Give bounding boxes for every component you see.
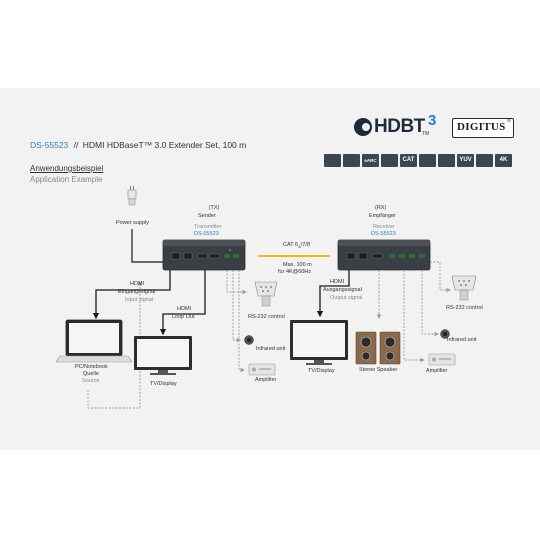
amplifier-right-icon xyxy=(428,353,456,366)
ir-left-icon xyxy=(244,335,254,345)
rs232-left-connector-icon xyxy=(254,281,278,307)
tv-left-label: TV/Display xyxy=(150,381,177,387)
section-title-de: Anwendungsbeispiel xyxy=(30,164,104,173)
feature-badge-label: CAT xyxy=(402,157,415,163)
hdmi-input-label-3: Input signal xyxy=(125,297,154,303)
pc-label-3: Source xyxy=(82,378,100,384)
feature-badge xyxy=(438,154,455,167)
hdmi-output-label-3: Output signal xyxy=(330,295,363,301)
hdmi-output-label-1: HDMI xyxy=(330,279,345,285)
feature-badge xyxy=(343,154,360,167)
hdmi-output-label-2: Ausgangssignal xyxy=(323,287,362,293)
hdbt-logo-tm: TM xyxy=(422,131,430,137)
feature-badge: YUV xyxy=(457,154,474,167)
hdmi-loop-cable xyxy=(159,270,206,336)
hdmi-loop-label-2: Loop Out xyxy=(172,314,195,320)
hdmi-input-label-2: Eingangssignal xyxy=(118,289,156,295)
ir-right-cable xyxy=(421,270,439,337)
rs232-right-label: RS-232 control xyxy=(446,305,483,311)
rs232-left-label: RS-232 control xyxy=(248,314,285,320)
stereo-speaker-label: Stereo Speaker xyxy=(359,367,398,373)
ir-left-cable xyxy=(232,270,241,343)
cat-cable-sub: A xyxy=(298,244,301,250)
amp-right-cable xyxy=(403,270,425,363)
feature-badge: CAT xyxy=(400,154,417,167)
sender-model: DS-55523 xyxy=(194,231,219,237)
hdmi-loop-label-1: HDMI xyxy=(177,306,192,312)
receiver-tag: (RX) xyxy=(375,205,387,211)
ir-left-label: Infrared unit xyxy=(256,346,286,352)
cat-cable-main: CAT 6 xyxy=(283,242,299,248)
pc-label-2: Quelle xyxy=(83,371,99,377)
tv-right-label: TV/Display xyxy=(308,368,335,374)
hdbt-logo: HDBT TM 3 xyxy=(352,112,444,138)
amp-left-cable xyxy=(238,270,245,373)
feature-badges: eARC CAT YUV 4K xyxy=(324,154,512,168)
feature-badge: 4K xyxy=(495,154,512,167)
sender-tag: (TX) xyxy=(208,205,220,211)
transmitter-device xyxy=(162,239,246,271)
title-separator: // xyxy=(73,140,79,150)
ir-right-icon xyxy=(440,329,450,339)
product-title: HDMI HDBaseT™ 3.0 Extender Set, 100 m xyxy=(82,140,247,150)
feature-badge xyxy=(381,154,398,167)
feature-badge-label: 4K xyxy=(499,157,508,163)
hdbt-logo-mark-icon-inner xyxy=(362,123,370,131)
feature-badge: eARC xyxy=(362,154,379,167)
cat-cable-label: CAT 6A/7/8 xyxy=(283,242,310,249)
pc-label-1: PC/Notebook xyxy=(75,364,108,370)
hdmi-input-cable xyxy=(92,270,171,320)
stereo-speaker-icon xyxy=(355,331,401,365)
feature-badge xyxy=(419,154,436,167)
rs232-left-cable xyxy=(226,270,247,295)
tv-left-icon xyxy=(134,336,192,375)
feature-badge-label: eARC xyxy=(364,158,377,163)
ir-right-label: Infrared unit xyxy=(447,337,477,343)
receiver-name-en: Receiver xyxy=(373,224,395,230)
rs232-right-cable xyxy=(430,261,451,293)
amp-left-label: Amplifier xyxy=(255,377,277,383)
laptop-icon xyxy=(55,319,133,363)
sender-name-en: Transmitter xyxy=(194,224,222,230)
model-number: DS-55523 xyxy=(30,140,69,150)
power-plug-icon xyxy=(127,186,137,206)
hdbt-logo-text: HDBT xyxy=(374,116,425,137)
power-cable xyxy=(131,229,168,263)
tv-right-icon xyxy=(290,320,348,365)
product-header: DS-55523 // HDMI HDBaseT™ 3.0 Extender S… xyxy=(30,140,246,150)
receiver-name-de: Empfänger xyxy=(369,213,396,219)
amp-right-label: Amplifier xyxy=(426,368,448,374)
power-supply-label: Power supply xyxy=(116,220,150,226)
amplifier-left-icon xyxy=(248,363,276,376)
hdbt-logo-version: 3 xyxy=(428,112,437,129)
cat-cable-rest: /7/8 xyxy=(300,242,310,248)
feature-badge-label: YUV xyxy=(459,157,472,163)
digitus-logo-text: DIGITUS xyxy=(457,121,506,133)
feature-badge xyxy=(324,154,341,167)
sender-name-de: Sender xyxy=(198,213,216,219)
receiver-device xyxy=(337,239,431,271)
section-title-en: Application Example xyxy=(30,175,103,184)
hdmi-input-label-1: HDMI xyxy=(130,281,145,287)
digitus-logo: DIGITUS ® xyxy=(452,118,514,138)
feature-badge xyxy=(476,154,493,167)
receiver-model: DS-55523 xyxy=(371,231,396,237)
diagram-sheet xyxy=(0,88,540,450)
hdmi-output-cable xyxy=(316,270,350,318)
distance-label: Max. 100 m xyxy=(283,262,312,268)
rs232-right-connector-icon xyxy=(451,275,477,301)
digitus-logo-reg: ® xyxy=(507,118,511,124)
resolution-label: für 4K@60Hz xyxy=(278,269,312,275)
